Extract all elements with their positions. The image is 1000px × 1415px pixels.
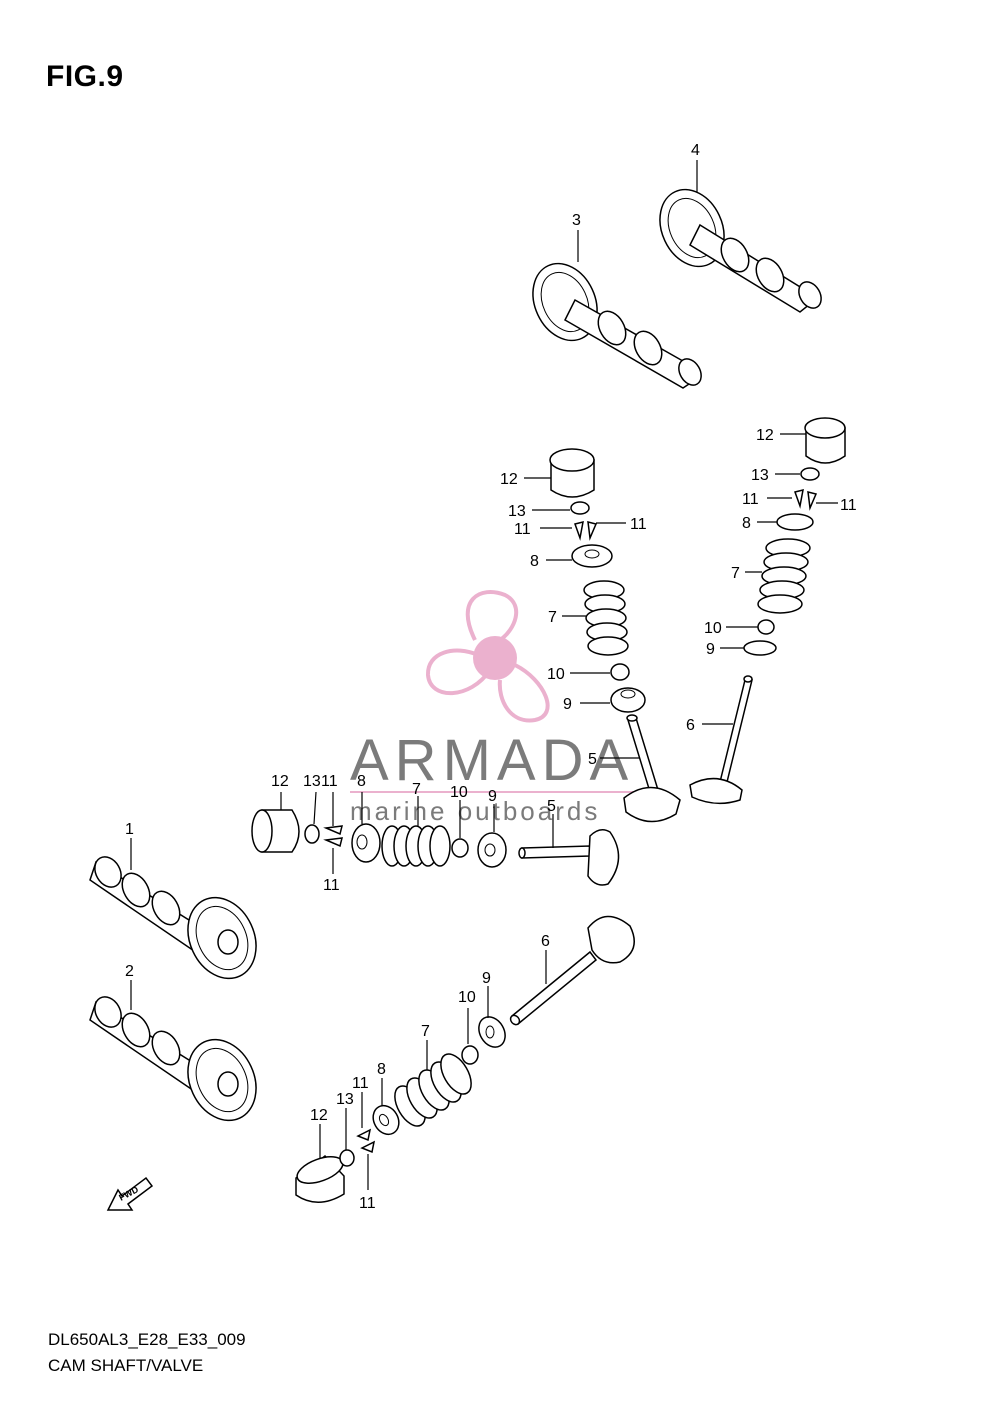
watermark-tagline: marine outboards <box>350 796 600 826</box>
shim-13-middle-upper[interactable] <box>570 501 590 515</box>
callout-ml12: 12 <box>271 773 289 790</box>
callout-tr6: 6 <box>686 717 695 734</box>
retainer-8-middle-left[interactable] <box>351 823 381 863</box>
camshaft-4[interactable] <box>648 179 826 313</box>
valve-6-top-right[interactable] <box>689 675 753 805</box>
seal-10-top-right[interactable] <box>757 619 775 635</box>
spring-7-top-right[interactable] <box>757 538 811 614</box>
spring-7-lower[interactable] <box>389 1049 478 1131</box>
callout-ml8: 8 <box>357 773 366 790</box>
callout-mu8: 8 <box>530 553 539 570</box>
seat-9-middle-upper[interactable] <box>610 687 646 713</box>
seal-10-lower[interactable] <box>461 1045 479 1065</box>
valve-5-middle-left[interactable] <box>518 829 620 886</box>
camshaft-2[interactable] <box>89 992 269 1131</box>
callout-tr8: 8 <box>742 515 751 532</box>
figure-name: CAM SHAFT/VALVE <box>48 1356 204 1375</box>
callout-lo8: 8 <box>377 1061 386 1078</box>
callout-lo11a: 11 <box>352 1075 369 1092</box>
callout-lo12: 12 <box>310 1107 328 1124</box>
callout-4: 4 <box>691 142 700 159</box>
callout-ml11a: 11 <box>321 773 338 790</box>
cotter-11-middle-left-a[interactable] <box>323 825 343 836</box>
shim-13-top-right[interactable] <box>800 467 820 481</box>
callout-mu11b: 11 <box>630 516 647 533</box>
tappet-12-lower[interactable] <box>294 1151 347 1203</box>
tappet-12-middle-left[interactable] <box>251 809 300 853</box>
figure-title: FIG.9 <box>46 60 124 93</box>
cotter-11-top-right-a[interactable] <box>794 488 804 509</box>
callout-lo11b: 11 <box>359 1195 376 1212</box>
callout-ml13: 13 <box>303 773 321 790</box>
watermark-brand: ARMADA <box>350 728 634 793</box>
callout-mu12: 12 <box>500 471 518 488</box>
callout-ml5: 5 <box>547 798 556 815</box>
callout-ml11b: 11 <box>323 877 340 894</box>
cotter-11-lower-a[interactable] <box>356 1128 372 1142</box>
propeller-icon <box>425 590 550 723</box>
callout-mu11a: 11 <box>514 521 531 538</box>
callout-lo6: 6 <box>541 933 550 950</box>
cotter-11-middle-left-b[interactable] <box>323 837 343 848</box>
cotter-11-lower-b[interactable] <box>360 1140 376 1154</box>
retainer-8-middle-upper[interactable] <box>571 544 613 568</box>
shim-13-lower[interactable] <box>339 1149 355 1167</box>
camshaft-3[interactable] <box>521 253 706 389</box>
callout-tr12: 12 <box>756 427 774 444</box>
seal-10-middle-left[interactable] <box>451 838 469 858</box>
callout-3: 3 <box>572 212 581 229</box>
callout-mu5: 5 <box>588 751 597 768</box>
seat-9-top-right[interactable] <box>743 640 777 656</box>
callout-mu10: 10 <box>547 666 565 683</box>
callout-mu9: 9 <box>563 696 572 713</box>
seat-9-lower[interactable] <box>474 1012 511 1052</box>
callout-tr10: 10 <box>704 620 722 637</box>
valve-5-middle-upper[interactable] <box>623 714 681 823</box>
callout-lo7: 7 <box>421 1023 430 1040</box>
tappet-12-top-right[interactable] <box>804 417 846 464</box>
cotter-11-top-right-b[interactable] <box>807 491 818 511</box>
callout-2: 2 <box>125 963 134 980</box>
callout-ml9: 9 <box>488 788 497 805</box>
callout-lo13: 13 <box>336 1091 354 1108</box>
spring-7-middle-upper[interactable] <box>583 580 629 656</box>
callout-tr11b: 11 <box>840 497 857 514</box>
callout-ml10: 10 <box>450 784 468 801</box>
seal-10-middle-upper[interactable] <box>610 663 630 681</box>
seat-9-middle-left[interactable] <box>477 832 507 868</box>
callout-mu13: 13 <box>508 503 526 520</box>
model-code: DL650AL3_E28_E33_009 <box>48 1330 246 1349</box>
callout-ml7: 7 <box>412 781 421 798</box>
tappet-12-middle-upper[interactable] <box>549 448 595 498</box>
retainer-8-lower[interactable] <box>368 1101 404 1139</box>
valve-6-lower[interactable] <box>509 915 635 1026</box>
cotter-11-middle-upper-a[interactable] <box>574 520 584 541</box>
callout-tr11a: 11 <box>742 491 759 508</box>
retainer-8-top-right[interactable] <box>776 513 814 531</box>
callout-lo9: 9 <box>482 970 491 987</box>
fwd-arrow-icon: FWD <box>106 1176 154 1211</box>
spring-7-middle-left[interactable] <box>381 825 451 867</box>
callout-lo10: 10 <box>458 989 476 1006</box>
cotter-11-middle-upper-b[interactable] <box>587 521 598 541</box>
callout-tr7: 7 <box>731 565 740 582</box>
callout-tr13: 13 <box>751 467 769 484</box>
callout-mu7: 7 <box>548 609 557 626</box>
callout-1: 1 <box>125 821 134 838</box>
watermark-logo: ARMADA marine outboards <box>350 590 640 826</box>
callout-tr9: 9 <box>706 641 715 658</box>
shim-13-middle-left[interactable] <box>304 824 320 844</box>
camshaft-1[interactable] <box>89 852 269 989</box>
